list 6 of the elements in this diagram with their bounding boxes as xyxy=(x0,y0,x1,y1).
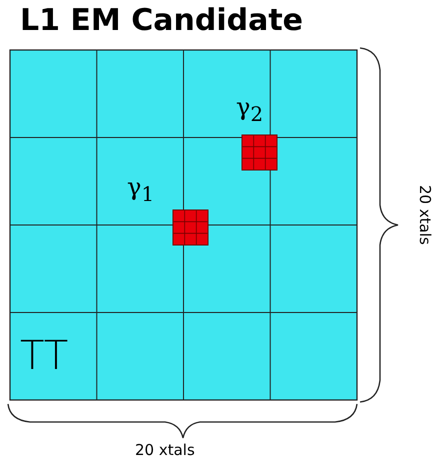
photon-label: γ$_{1}$ xyxy=(127,175,154,204)
dimension-label: 20 xtals xyxy=(135,443,195,458)
dimension-label: 20 xtals xyxy=(417,185,432,245)
photon-label: γ$_{2}$ xyxy=(236,95,264,124)
title: L1 EM Candidate xyxy=(20,6,304,36)
tower-label: TT xyxy=(20,336,68,376)
